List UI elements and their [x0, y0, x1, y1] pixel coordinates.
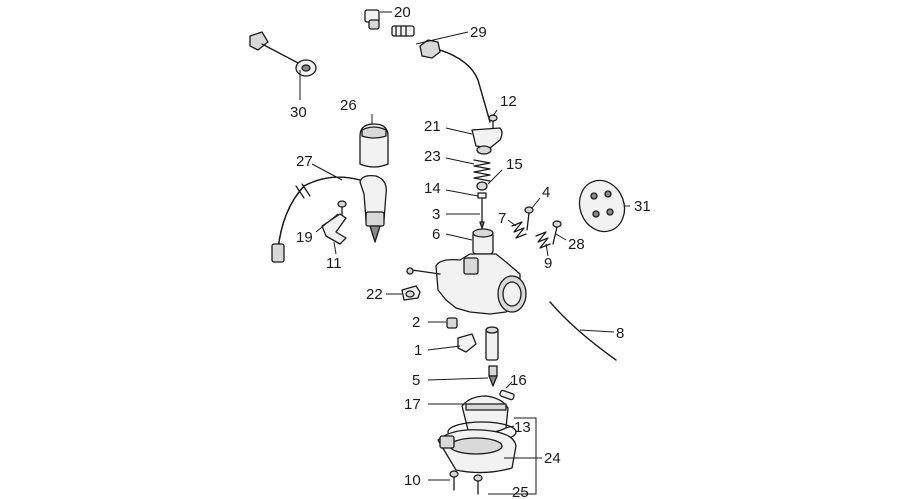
label-part-16: 16	[510, 372, 527, 389]
label-part-31: 31	[634, 198, 651, 215]
part-15-clip	[476, 181, 488, 191]
part-19-screw	[337, 200, 347, 217]
label-part-7: 7	[498, 210, 506, 227]
part-labels: 20 29 30 26 12 21 23 27 15 14 4 31 3 7 1…	[290, 4, 651, 499]
label-part-27: 27	[296, 153, 313, 170]
label-part-26: 26	[340, 97, 357, 114]
part-20-cap	[364, 9, 380, 30]
label-part-30: 30	[290, 104, 307, 121]
part-2-jet	[446, 317, 458, 329]
label-part-5: 5	[412, 372, 420, 389]
part-25-bolt	[473, 474, 483, 495]
part-23-spring	[473, 159, 491, 182]
label-part-15: 15	[506, 156, 523, 173]
part-26-cap	[359, 123, 389, 168]
part-17-float	[461, 395, 509, 434]
part-21-cover	[471, 127, 503, 155]
part-28-screw	[552, 220, 562, 245]
label-part-3: 3	[432, 206, 440, 223]
part-31-plate	[578, 179, 626, 233]
part-8-tube	[549, 301, 617, 361]
part-3-needle	[479, 197, 485, 229]
label-part-22: 22	[366, 286, 383, 303]
part-14-retainer	[477, 192, 487, 199]
part-22-screw	[401, 285, 421, 301]
label-part-4: 4	[542, 184, 550, 201]
part-6-slide	[472, 228, 494, 255]
part-drawings	[249, 9, 626, 495]
label-part-6: 6	[432, 226, 440, 243]
label-part-19: 19	[296, 229, 313, 246]
part-4-screw	[524, 206, 534, 231]
label-part-13: 13	[514, 419, 531, 436]
label-part-29: 29	[470, 24, 487, 41]
label-part-11: 11	[326, 255, 342, 272]
part-9-spring	[535, 231, 551, 249]
part-5-float-needle	[488, 365, 498, 387]
emulsion-tube	[485, 326, 499, 361]
label-part-8: 8	[616, 325, 624, 342]
part-1-holder	[457, 333, 477, 353]
part-30-bolt	[249, 31, 317, 77]
part-24-float-bowl	[437, 429, 517, 474]
part-7-spring	[511, 221, 527, 239]
label-part-20: 20	[394, 4, 411, 21]
part-10-bolt	[449, 470, 459, 491]
label-part-17: 17	[404, 396, 421, 413]
part-11-bracket	[321, 213, 347, 245]
label-part-9: 9	[544, 255, 552, 272]
label-part-2: 2	[412, 314, 420, 331]
leader-lines	[299, 11, 630, 495]
part-27-choke	[271, 174, 387, 263]
label-part-21: 21	[424, 118, 441, 135]
carburetor-body	[406, 253, 527, 315]
label-part-23: 23	[424, 148, 441, 165]
part-29-adjuster-cable	[391, 25, 491, 123]
label-part-12: 12	[500, 93, 517, 110]
label-part-28: 28	[568, 236, 585, 253]
label-part-1: 1	[414, 342, 422, 359]
label-part-24: 24	[544, 450, 561, 467]
label-part-10: 10	[404, 472, 421, 489]
label-part-25: 25	[512, 484, 529, 499]
label-part-14: 14	[424, 180, 441, 197]
part-16-pin	[499, 389, 515, 401]
